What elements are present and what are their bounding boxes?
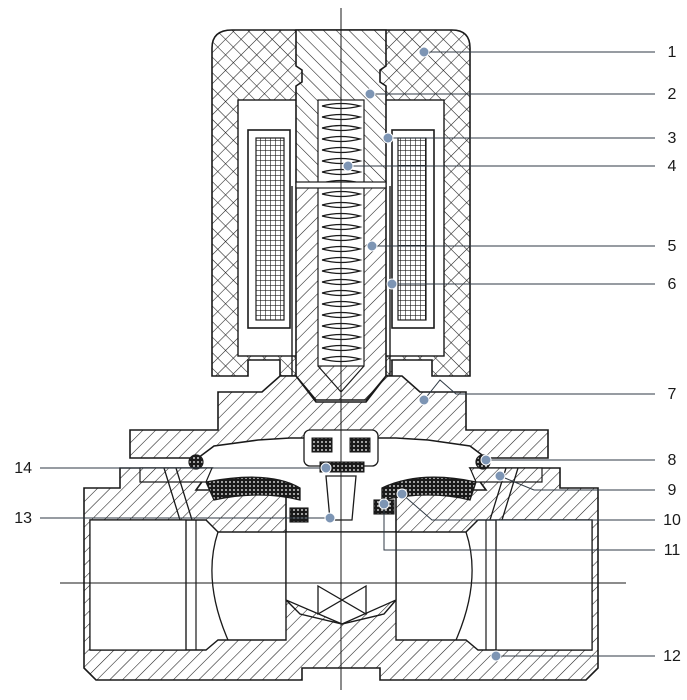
- callout-dot-12: [490, 650, 502, 662]
- callout-label-3: 3: [667, 130, 677, 147]
- callout-label-1: 1: [667, 44, 677, 61]
- o-ring-left: [188, 454, 204, 470]
- callout-label-6: 6: [667, 276, 677, 293]
- coil-winding-left: [247, 129, 291, 329]
- callout-dot-11: [378, 498, 390, 510]
- callout-label-12: 12: [663, 648, 681, 665]
- callout-dot-8: [480, 454, 492, 466]
- callout-dot-3: [382, 132, 394, 144]
- callout-dot-9: [494, 470, 506, 482]
- seat-seal-left: [289, 507, 309, 523]
- leader-line-10: [401, 493, 655, 521]
- callout-dot-10: [396, 488, 408, 500]
- callout-label-8: 8: [667, 452, 677, 469]
- callout-dot-7: [418, 394, 430, 406]
- callout-label-11: 11: [663, 542, 681, 559]
- callout-leaders: [40, 46, 655, 662]
- callout-label-5: 5: [667, 238, 677, 255]
- callout-dot-5: [366, 240, 378, 252]
- callout-dot-2: [364, 88, 376, 100]
- callout-label-13: 13: [14, 510, 32, 527]
- callout-dot-6: [386, 278, 398, 290]
- coil-winding-right: [391, 129, 435, 329]
- callout-dot-13: [324, 512, 336, 524]
- callout-label-2: 2: [667, 86, 677, 103]
- callout-dot-1: [418, 46, 430, 58]
- callout-label-9: 9: [667, 482, 677, 499]
- callout-label-7: 7: [667, 386, 677, 403]
- leader-line-11: [383, 504, 655, 551]
- callout-label-4: 4: [667, 158, 677, 175]
- leader-line-9: [499, 475, 655, 491]
- callout-dot-14: [320, 462, 332, 474]
- callout-dot-4: [342, 160, 354, 172]
- callout-label-14: 14: [14, 460, 32, 477]
- callout-label-10: 10: [663, 512, 681, 529]
- leader-line-7: [423, 379, 655, 401]
